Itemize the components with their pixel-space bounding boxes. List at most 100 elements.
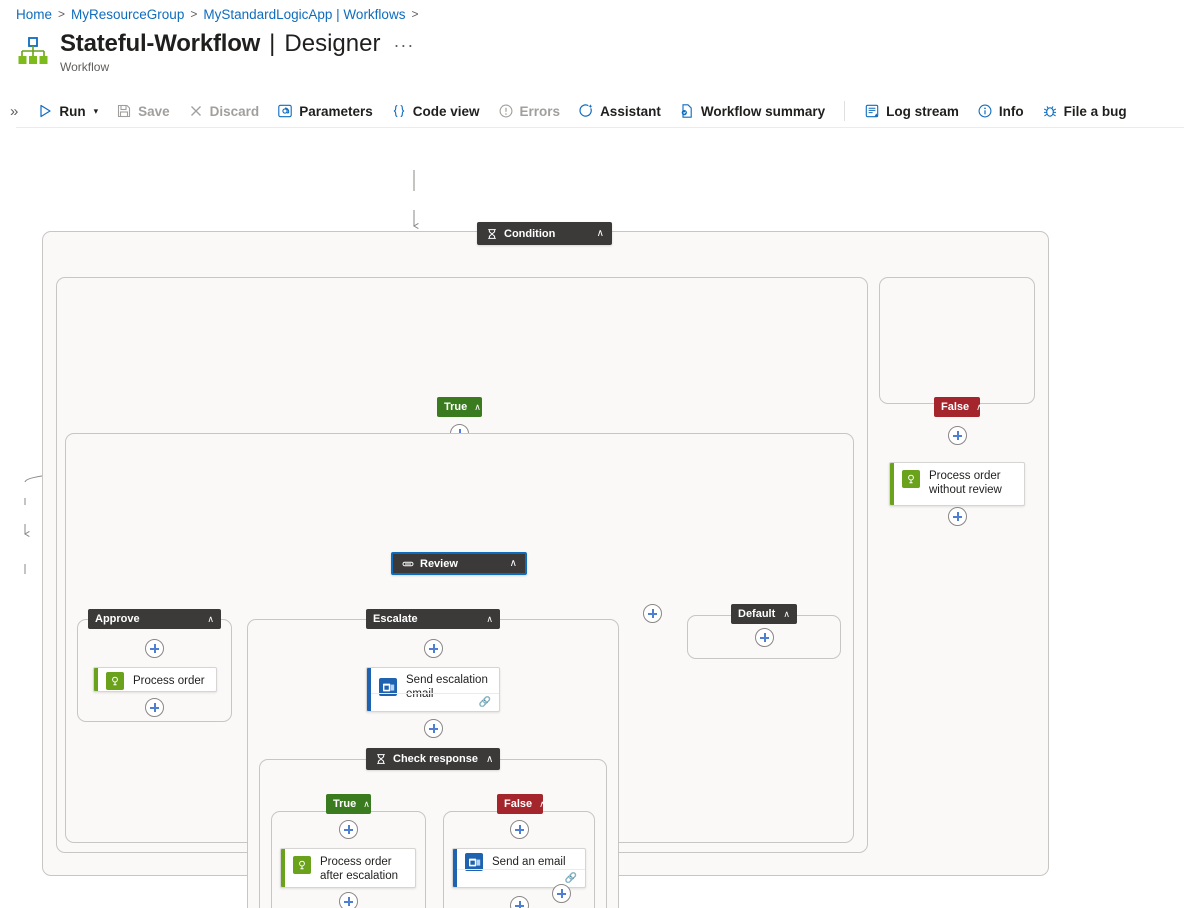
action-card-process-order[interactable]: Process order bbox=[93, 667, 217, 692]
add-new-case-button[interactable] bbox=[643, 604, 662, 623]
branch-label-check-true[interactable]: True ∧ bbox=[326, 794, 371, 814]
action-title: Process order after escalation bbox=[320, 856, 398, 882]
case-label-escalate[interactable]: Escalate ∧ bbox=[366, 609, 500, 629]
assistant-button[interactable]: Assistant bbox=[569, 99, 670, 123]
command-bar: » Run ▾ Save Discard Parameters Code vie… bbox=[0, 94, 1200, 128]
chevron-up-icon[interactable]: ∧ bbox=[486, 613, 493, 624]
condition-node-check-response[interactable]: Check response ∧ bbox=[366, 748, 500, 770]
breadcrumb-item-logicapp[interactable]: MyStandardLogicApp | Workflows bbox=[203, 6, 406, 22]
workflow-summary-button[interactable]: Workflow summary bbox=[670, 99, 834, 123]
info-label: Info bbox=[998, 103, 1024, 119]
chevron-up-icon[interactable]: ∧ bbox=[976, 401, 983, 412]
errors-label: Errors bbox=[519, 103, 561, 119]
switch-icon bbox=[401, 557, 414, 570]
case-escalate-text: Escalate bbox=[373, 613, 418, 625]
toolbar-bottom-rule bbox=[16, 127, 1184, 128]
card-accent bbox=[367, 668, 371, 711]
add-after-process-order-after-escalation-button[interactable] bbox=[339, 892, 358, 908]
switch-node-review[interactable]: Review ∧ bbox=[391, 552, 527, 575]
case-label-approve[interactable]: Approve ∧ bbox=[88, 609, 221, 629]
case-label-default[interactable]: Default ∧ bbox=[731, 604, 797, 624]
link-icon[interactable]: 🔗 bbox=[478, 696, 491, 708]
logic-app-icon bbox=[16, 35, 50, 69]
add-after-process-order-button[interactable] bbox=[145, 698, 164, 717]
add-in-default-case-button[interactable] bbox=[755, 628, 774, 647]
action-card-send-escalation-email[interactable]: Send escalation email 🔗 bbox=[366, 667, 500, 712]
chevron-up-icon[interactable]: ∧ bbox=[207, 613, 214, 624]
breadcrumb-item-home[interactable]: Home bbox=[16, 6, 53, 22]
parameters-button[interactable]: Parameters bbox=[268, 99, 382, 123]
add-in-false-branch-button[interactable] bbox=[948, 426, 967, 445]
process-order-icon bbox=[293, 856, 311, 874]
info-button[interactable]: Info bbox=[968, 99, 1033, 123]
chevron-up-icon[interactable]: ∧ bbox=[539, 798, 546, 809]
add-after-send-an-email-button[interactable] bbox=[510, 896, 529, 908]
save-button[interactable]: Save bbox=[107, 99, 179, 123]
chevron-up-icon[interactable]: ∧ bbox=[485, 753, 494, 765]
assistant-sparkle-icon bbox=[578, 103, 594, 119]
false-branch-scope bbox=[879, 277, 1035, 404]
condition-title: Condition bbox=[504, 227, 556, 240]
add-in-approve-case-button[interactable] bbox=[145, 639, 164, 658]
code-view-label: Code view bbox=[412, 103, 480, 119]
branch-label-check-false[interactable]: False ∧ bbox=[497, 794, 546, 814]
breadcrumb-separator: > bbox=[58, 7, 66, 21]
action-card-send-an-email[interactable]: Send an email 🔗 bbox=[452, 848, 586, 888]
add-in-escalate-case-button[interactable] bbox=[424, 639, 443, 658]
branch-label-true[interactable]: True ∧ bbox=[437, 397, 482, 417]
link-icon[interactable]: 🔗 bbox=[564, 872, 577, 884]
chevron-up-icon[interactable]: ∧ bbox=[509, 558, 517, 569]
process-order-icon bbox=[902, 470, 920, 488]
run-button[interactable]: Run ▾ bbox=[28, 99, 107, 123]
add-in-check-false-button[interactable] bbox=[510, 820, 529, 839]
add-after-condition-button[interactable] bbox=[552, 884, 571, 903]
title-separator: | bbox=[269, 30, 276, 57]
page-section-name: Designer bbox=[284, 30, 381, 57]
card-footer: 🔗 bbox=[371, 693, 499, 711]
add-in-check-true-button[interactable] bbox=[339, 820, 358, 839]
breadcrumb: Home > MyResourceGroup > MyStandardLogic… bbox=[16, 4, 418, 24]
more-options-button[interactable]: ··· bbox=[393, 35, 415, 55]
workflow-designer-canvas[interactable]: When a HTTP request is received Conditio… bbox=[0, 130, 1200, 908]
action-title: Process order bbox=[133, 675, 205, 687]
toolbar-overflow-chevron[interactable]: » bbox=[10, 102, 19, 120]
branch-true-text: True bbox=[333, 798, 357, 810]
workflow-summary-icon bbox=[679, 103, 695, 119]
condition-icon bbox=[485, 227, 498, 240]
toolbar-divider bbox=[844, 101, 846, 121]
case-approve-text: Approve bbox=[95, 613, 140, 625]
file-a-bug-button[interactable]: File a bug bbox=[1033, 99, 1136, 123]
action-card-process-order-without-review[interactable]: Process order without review bbox=[889, 462, 1025, 506]
page-title: Stateful-Workflow bbox=[60, 30, 261, 57]
breadcrumb-item-resourcegroup[interactable]: MyResourceGroup bbox=[71, 6, 185, 22]
play-icon bbox=[37, 103, 53, 119]
chevron-up-icon[interactable]: ∧ bbox=[596, 228, 604, 239]
discard-label: Discard bbox=[209, 103, 260, 119]
action-card-process-order-after-escalation[interactable]: Process order after escalation bbox=[280, 848, 416, 888]
log-stream-button[interactable]: Log stream bbox=[855, 99, 968, 123]
chevron-down-icon[interactable]: ▾ bbox=[93, 105, 99, 116]
discard-x-icon bbox=[188, 103, 204, 119]
code-view-button[interactable]: Code view bbox=[382, 99, 489, 123]
card-footer: 🔗 bbox=[457, 869, 585, 887]
branch-true-text: True bbox=[444, 401, 468, 413]
add-after-process-order-without-review-button[interactable] bbox=[948, 507, 967, 526]
save-label: Save bbox=[138, 103, 170, 119]
chevron-up-icon[interactable]: ∧ bbox=[783, 608, 790, 619]
errors-button[interactable]: Errors bbox=[489, 99, 570, 123]
process-order-icon bbox=[106, 672, 124, 690]
action-title: Send escalation email bbox=[406, 674, 488, 700]
discard-button[interactable]: Discard bbox=[179, 99, 269, 123]
card-accent bbox=[281, 849, 285, 887]
file-a-bug-label: File a bug bbox=[1063, 103, 1127, 119]
chevron-up-icon[interactable]: ∧ bbox=[474, 401, 481, 412]
error-circle-icon bbox=[498, 103, 514, 119]
chevron-up-icon[interactable]: ∧ bbox=[363, 798, 370, 809]
condition-node[interactable]: Condition ∧ bbox=[477, 222, 612, 245]
log-stream-icon bbox=[864, 103, 880, 119]
branch-label-false[interactable]: False ∧ bbox=[934, 397, 983, 417]
page-header: Stateful-Workflow | Designer ··· Workflo… bbox=[16, 30, 418, 74]
assistant-label: Assistant bbox=[600, 103, 661, 119]
run-label: Run bbox=[59, 103, 86, 119]
add-after-escalation-email-button[interactable] bbox=[424, 719, 443, 738]
